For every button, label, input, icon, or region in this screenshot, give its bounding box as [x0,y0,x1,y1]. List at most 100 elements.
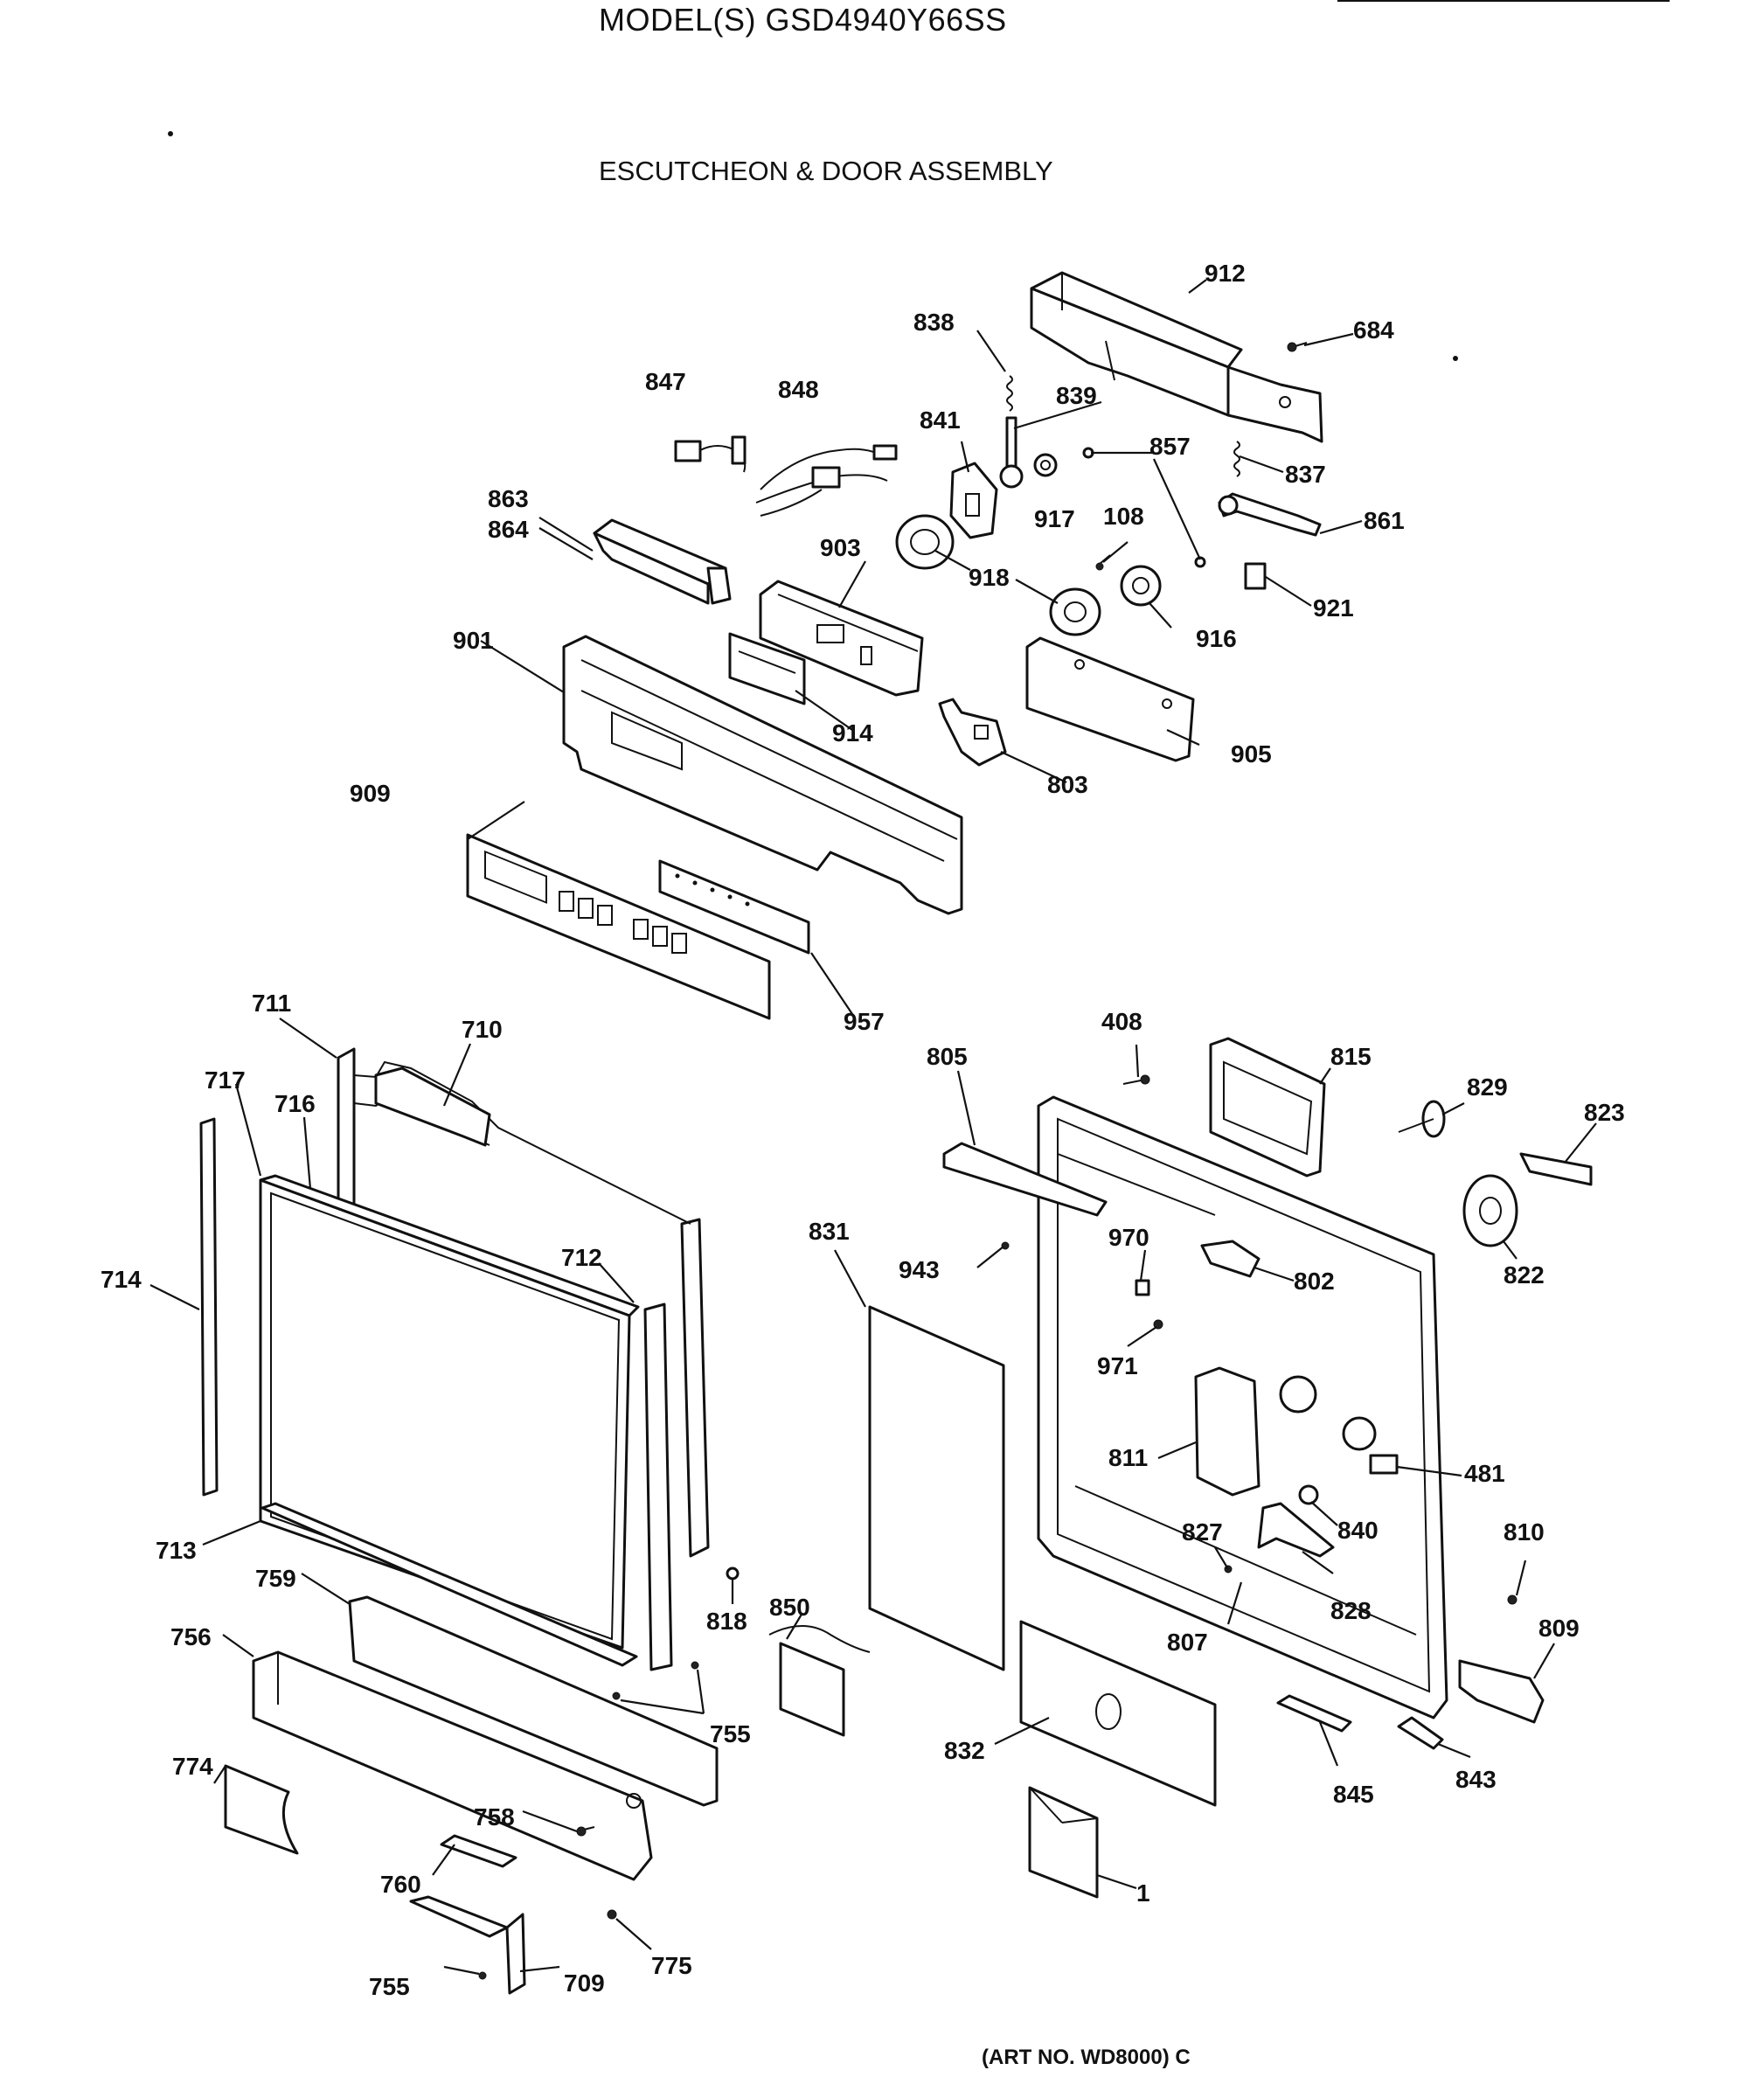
assembly-title: ESCUTCHEON & DOOR ASSEMBLY [599,156,1053,186]
callout-912: 912 [1205,260,1246,287]
callout-917: 917 [1034,505,1075,532]
part-481-gasket [1369,1454,1399,1475]
part-713-bottom-trim [260,1502,638,1667]
callout-823: 823 [1584,1099,1625,1126]
part-829-knob [1398,1100,1446,1138]
part-903-housing [759,580,924,697]
callout-914: 914 [832,719,873,747]
callout-481: 481 [1464,1460,1505,1487]
callout-803: 803 [1047,771,1088,798]
callout-810: 810 [1504,1518,1545,1546]
callout-840: 840 [1337,1517,1379,1544]
callout-863: 863 [488,485,529,512]
part-775-screw [607,1909,617,1920]
callout-709: 709 [564,1969,605,1997]
part-839-rod [999,416,1024,489]
callout-811: 811 [1108,1444,1148,1471]
callout-713: 713 [156,1537,197,1564]
part-755-screw [478,1971,487,1980]
callout-815: 815 [1330,1043,1372,1070]
stray-dot [168,131,173,136]
part-759-channel [348,1595,719,1807]
callout-943: 943 [899,1256,940,1283]
part-774-gasket [224,1764,299,1855]
part-918-motor [895,514,955,570]
art-number: (ART NO. WD8000) C [982,2046,1191,2069]
part-912-bracket [1030,271,1323,443]
callout-831: 831 [809,1218,850,1245]
callout-759: 759 [255,1565,296,1592]
callout-756: 756 [170,1623,212,1650]
part-847-connector [674,435,747,473]
part-758-screw [576,1826,595,1837]
callout-903: 903 [820,534,861,561]
part-845-strip [1276,1694,1352,1733]
part-712-right-trim [643,1303,673,1671]
callout-684: 684 [1353,316,1394,344]
callout-832: 832 [944,1737,985,1764]
part-822-dial [1462,1174,1518,1247]
part-815-vent [1209,1037,1326,1178]
part-832-insulation [1019,1620,1217,1807]
part-917-knob [1033,453,1058,477]
callout-828: 828 [1330,1597,1372,1624]
callout-802: 802 [1294,1268,1335,1295]
part-909-overlay [466,833,771,1020]
part-914-display [728,632,806,705]
callout-775: 775 [651,1952,692,1979]
part-843-hinge [1397,1716,1444,1750]
part-760-bracket [440,1834,517,1868]
part-840-gasket [1298,1484,1319,1505]
part-710-brace [374,1066,491,1147]
part-837-spring [1233,441,1240,477]
part-905-board [1025,636,1195,762]
part-828-lever [1257,1502,1335,1558]
callout-805: 805 [927,1043,968,1070]
part-957-strip [658,859,810,955]
part-921-switch [1244,562,1267,590]
callout-905: 905 [1231,740,1272,768]
callout-108: 108 [1103,503,1144,530]
callout-847: 847 [645,368,686,395]
callout-839: 839 [1056,382,1097,409]
callout-807: 807 [1167,1629,1208,1656]
callout-712: 712 [561,1244,602,1271]
callout-827: 827 [1182,1518,1223,1546]
part-1-envelope [1028,1786,1099,1899]
part-684-screw [1287,342,1308,352]
part-863-864-bracket [593,518,732,605]
part-901-escutcheon [562,635,963,915]
part-831-insulation [868,1305,1005,1671]
callout-970: 970 [1108,1224,1149,1251]
callout-957: 957 [844,1008,885,1035]
callout-901: 901 [453,627,494,654]
callout-838: 838 [913,309,955,336]
callout-918: 918 [969,564,1010,591]
part-918-motor-right [1049,587,1101,636]
callout-864: 864 [488,516,529,543]
part-841-switch [949,462,998,539]
callout-841: 841 [920,406,961,434]
leader-lines [149,279,1597,1976]
top-rule [1337,0,1670,2]
part-408-screw [1122,1074,1150,1085]
part-823-handle [1519,1152,1593,1186]
part-916-knob [1120,565,1162,607]
callout-809: 809 [1538,1615,1580,1642]
part-803-switch [938,698,1007,767]
callout-755: 755 [369,1973,410,2000]
callout-843: 843 [1455,1766,1497,1793]
callout-760: 760 [380,1871,421,1898]
callout-714: 714 [101,1266,142,1293]
part-716-outer-panel [259,1174,640,1650]
callout-916: 916 [1196,625,1237,652]
part-838-spring [1006,375,1013,412]
callout-755-upper: 755 [710,1720,751,1747]
part-861-lever [1218,492,1322,537]
callout-848: 848 [778,376,819,403]
callout-1: 1 [1136,1879,1150,1907]
part-709-hinge-bracket [409,1895,526,1995]
callout-716: 716 [274,1090,316,1117]
part-809-hinge [1458,1659,1545,1724]
